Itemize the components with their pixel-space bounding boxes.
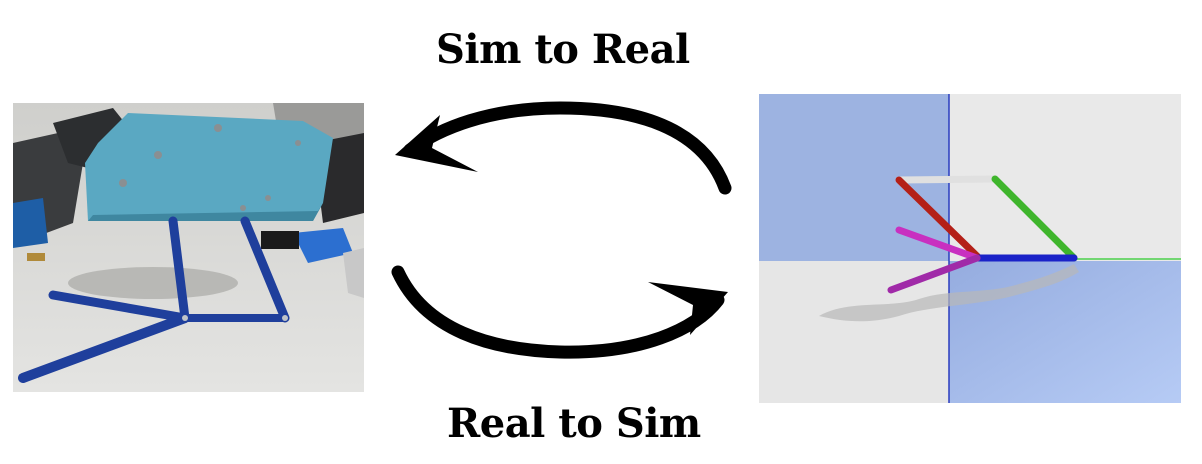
sim-quadrant-bottom-left [759, 261, 949, 403]
arrow-left-icon [395, 101, 732, 195]
robot-legs [18, 216, 290, 383]
real-to-sim-label: Real to Sim [447, 400, 701, 447]
simulation-view [759, 94, 1181, 403]
sim-quadrant-bottom-right [949, 261, 1181, 403]
sim-to-real-label: Sim to Real [436, 26, 690, 73]
real-robot-photo [13, 103, 364, 392]
sim-robot-links [887, 175, 1078, 294]
arrow-right-icon [391, 265, 728, 359]
robot-body [85, 113, 333, 221]
